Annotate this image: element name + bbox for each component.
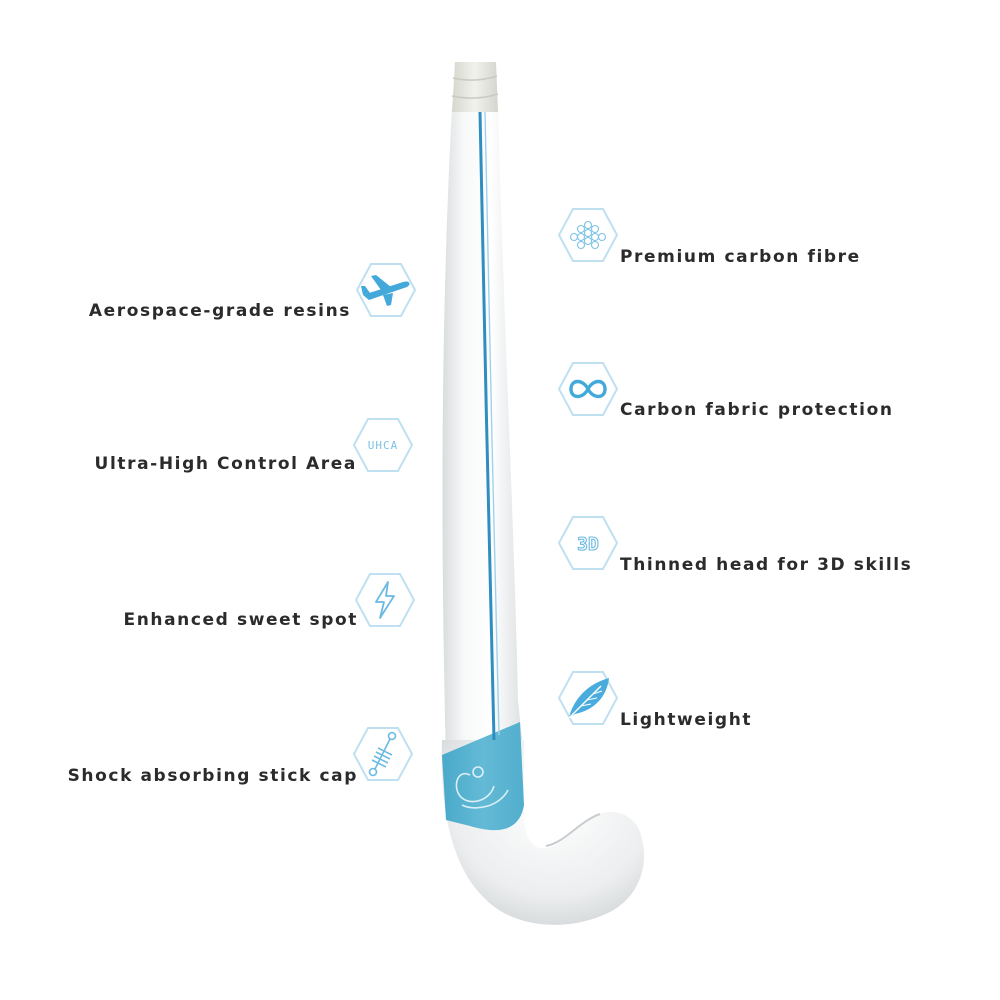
feature-label-ultra-high-control-area: Ultra-High Control Area <box>94 454 357 474</box>
feature-label-thinned-head-3d: Thinned head for 3D skills <box>620 555 913 575</box>
airplane-icon <box>355 262 417 318</box>
stick-shaft <box>442 108 524 760</box>
feature-label-shock-absorbing-cap: Shock absorbing stick cap <box>67 766 358 786</box>
3d-icon: 3D <box>557 515 619 571</box>
brand-logo <box>455 766 509 809</box>
shock-absorber-icon <box>352 726 414 782</box>
lightning-icon <box>354 572 416 628</box>
feature-label-lightweight: Lightweight <box>620 710 753 730</box>
feature-label-enhanced-sweet-spot: Enhanced sweet spot <box>123 610 358 630</box>
feature-label-premium-carbon-fibre: Premium carbon fibre <box>620 247 861 267</box>
feather-icon <box>557 670 619 726</box>
feature-label-carbon-fabric-protection: Carbon fabric protection <box>620 400 894 420</box>
infinity-icon <box>557 361 619 417</box>
stick-grip <box>452 62 498 112</box>
uhca-icon: UHCA <box>352 417 414 473</box>
stick-stripe <box>478 111 496 741</box>
honeycomb-icon <box>557 207 619 263</box>
svg-text:3D: 3D <box>577 534 599 555</box>
feature-label-aerospace-resins: Aerospace-grade resins <box>88 301 351 321</box>
stick-band <box>442 722 524 831</box>
svg-text:UHCA: UHCA <box>368 439 399 452</box>
